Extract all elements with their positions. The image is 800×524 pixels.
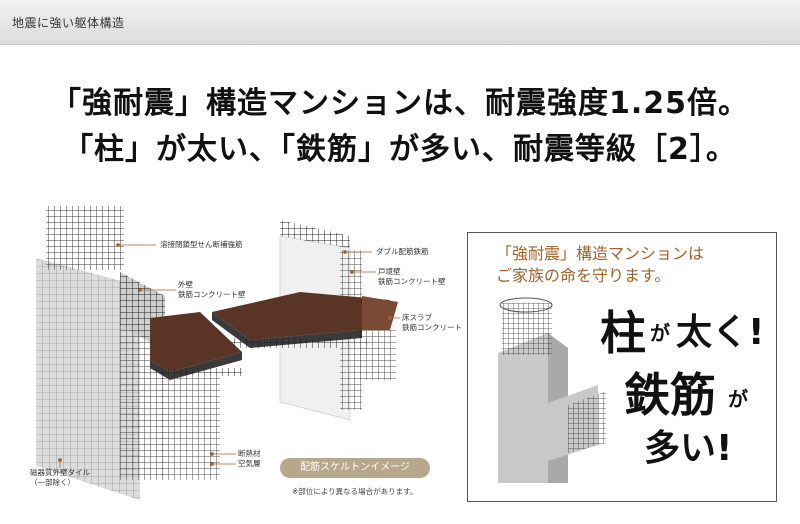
feature-panel: 「強耐震」構造マンションは ご家族の命を守ります。 柱 が 太く! 鉄筋 が 多… [467, 232, 777, 502]
column-rebar-cage [46, 206, 124, 270]
label-air-layer: 空気層 [238, 459, 261, 468]
label-floor-slab-rc-text: 鉄筋コンクリート [402, 323, 462, 332]
header-title: 地震に強い躯体構造 [12, 16, 125, 30]
panel-subtitle-line-1: 「強耐震」構造マンションは [496, 244, 705, 263]
word-tekkin: 鉄筋 [624, 368, 716, 422]
word-futoku: 太く! [676, 312, 765, 353]
label-floor-slab-text: 床スラブ [402, 313, 432, 322]
label-insulation: 断熱材 [238, 449, 261, 458]
skeleton-caption-badge: 配筋スケルトンイメージ [280, 458, 430, 478]
word-ooi: 多い! [644, 428, 733, 469]
word-ga-2: が [728, 387, 748, 411]
headline-line-2: 「柱」が太い、「鉄筋」が多い、耐震等級［2］。 [63, 132, 737, 167]
center-floor-slab [212, 292, 390, 340]
panel-subtitle: 「強耐震」構造マンションは ご家族の命を守ります。 [496, 243, 704, 287]
headline-line-1: 「強耐震」構造マンションは、耐震強度1.25倍。 [50, 86, 750, 121]
label-party-wall: 戸境壁 鉄筋コンクリート壁 [378, 267, 446, 287]
word-hashira: 柱 [600, 306, 646, 360]
word-ga-1: が [650, 321, 670, 345]
left-floor-slab [150, 312, 242, 372]
panel-subtitle-line-2: ご家族の命を守ります。 [496, 266, 671, 285]
footnote: ※部位により異なる場合があります。 [292, 487, 418, 496]
label-tile: 磁器質外壁タイル （一部除く） [30, 468, 90, 488]
thick-column-icon [498, 297, 606, 483]
label-welded-rebar: 溶接閉鎖型せん断補強筋 [160, 240, 243, 249]
label-tile-note: （一部除く） [30, 478, 75, 487]
label-party-wall-rc-text: 鉄筋コンクリート壁 [378, 277, 446, 286]
rebar-skeleton-illustration [36, 206, 400, 500]
label-rc-wall-text: 鉄筋コンクリート壁 [178, 290, 246, 299]
label-exterior-wall: 外壁 鉄筋コンクリート壁 [178, 280, 246, 300]
header-bar: 地震に強い躯体構造 [0, 0, 800, 45]
label-party-wall-text: 戸境壁 [378, 267, 401, 276]
label-exterior-wall-text: 外壁 [178, 280, 193, 289]
label-floor-slab: 床スラブ 鉄筋コンクリート [402, 313, 462, 333]
label-double-rebar: ダブル配筋鉄筋 [376, 247, 429, 256]
label-tile-text: 磁器質外壁タイル [30, 468, 90, 477]
